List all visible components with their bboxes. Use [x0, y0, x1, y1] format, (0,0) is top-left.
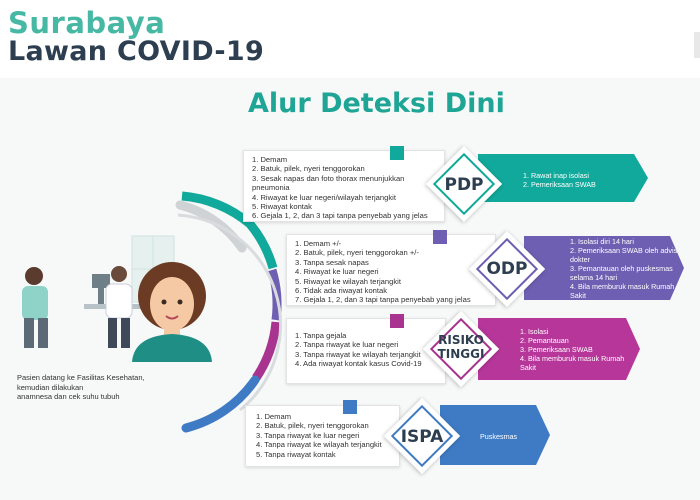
action-item: 4. Bila memburuk masuk Rumah — [520, 354, 625, 363]
criteria-item: 2. Batuk, pilek, nyeri tenggorokan +/- — [295, 248, 419, 258]
risiko-label: RISIKO TINGGI — [425, 333, 497, 361]
criteria-item: 3. Tanpa sesak napas — [295, 257, 369, 267]
criteria-item: 2. Batuk, pilek, nyeri tenggorokan — [252, 164, 365, 174]
action-item: 1. Rawat inap isolasi — [523, 171, 589, 180]
criteria-item: pneumonia — [252, 183, 290, 193]
risiko-tab — [390, 314, 404, 328]
action-item: 3. Pemantauan oleh puskesmas — [570, 264, 673, 273]
action-item: Puskesmas — [480, 432, 518, 441]
criteria-item: 1. Demam — [256, 412, 292, 421]
action-item: 1. Isolasi — [520, 327, 549, 336]
criteria-item: 2. Batuk, pilek, nyeri tenggorokan — [256, 421, 369, 431]
action-item: Sakit — [570, 291, 586, 300]
ispa-actions: Puskesmas — [480, 432, 517, 441]
risiko-arrow-box — [478, 318, 640, 380]
criteria-item: 5. Tanpa riwayat kontak — [256, 449, 336, 459]
criteria-item: 1. Tanpa gejala — [295, 331, 347, 340]
odp-arrow-box — [524, 236, 684, 300]
criteria-item: 6. Gejala 1, 2, dan 3 tapi tanpa penyeba… — [252, 211, 428, 221]
pdp-tab — [390, 146, 404, 160]
risiko-label-line-1: RISIKO — [438, 333, 484, 347]
action-item: selama 14 hari — [570, 273, 618, 282]
odp-actions: 1. Isolasi diri 14 hari 2. Pemeriksaan S… — [570, 237, 677, 300]
action-item: 2. Pemeriksaan SWAB oleh advis — [570, 246, 678, 255]
pdp-actions: 1. Rawat inap isolasi 2. Pemeriksaan SWA… — [523, 171, 596, 189]
criteria-item: 2. Tanpa riwayat ke luar negeri — [295, 340, 399, 350]
criteria-item: 1. Demam +/- — [295, 239, 342, 248]
caption-line: kemudian dilakukan — [17, 382, 84, 392]
odp-tab — [433, 230, 447, 244]
intro-caption: Pasien datang ke Fasilitas Kesehatan, ke… — [17, 373, 145, 402]
action-item: 3. Pemeriksaan SWAB — [520, 345, 593, 354]
action-item: dokter — [570, 255, 590, 264]
criteria-item: 7. Gejala 1, 2, dan 3 tapi tanpa penyeba… — [295, 295, 471, 305]
pdp-label: PDP — [444, 175, 484, 195]
scrollbar-edge[interactable] — [694, 32, 700, 58]
page-title: Alur Deteksi Dini — [248, 88, 505, 119]
pdp-arrow-box — [478, 154, 648, 202]
site-header: Surabaya Lawan COVID-19 — [0, 0, 700, 79]
action-item: Sakit — [520, 363, 536, 372]
criteria-item: 3. Tanpa riwayat ke wilayah terjangkit — [295, 349, 421, 359]
ispa-tab — [343, 400, 357, 414]
criteria-item: 3. Sesak napas dan foto thorax menunjukk… — [252, 173, 405, 183]
caption-line: Pasien datang ke Fasilitas Kesehatan, — [17, 373, 145, 382]
criteria-item: 4. Ada riwayat kontak kasus Covid-19 — [295, 359, 422, 369]
risiko-label-line-2: TINGGI — [437, 347, 485, 361]
criteria-item: 4. Tanpa riwayat ke wilayah terjangkit — [256, 440, 382, 450]
criteria-item: 5. Riwayat ke wilayah terjangkit — [295, 276, 401, 286]
odp-criteria-card: 1. Demam +/- 2. Batuk, pilek, nyeri teng… — [286, 234, 496, 306]
action-item: 2. Pemantauan — [520, 336, 569, 345]
ispa-criteria-card: 1. Demam 2. Batuk, pilek, nyeri tenggoro… — [245, 405, 400, 467]
criteria-item: 5. Riwayat kontak — [252, 202, 312, 212]
ispa-arrow-box — [440, 405, 550, 465]
ispa-label: ISPA — [400, 427, 444, 447]
criteria-item: 4. Riwayat ke luar negeri/wilayah terjan… — [252, 192, 396, 202]
brand-line-2: Lawan COVID-19 — [8, 36, 265, 67]
clinic-illustration — [22, 235, 212, 362]
criteria-item: 6. Tidak ada riwayat kontak — [295, 286, 388, 296]
action-item: 2. Pemeriksaan SWAB — [523, 180, 596, 189]
action-item: 4. Bila memburuk masuk Rumah — [570, 282, 675, 291]
risiko-actions: 1. Isolasi 2. Pemantauan 3. Pemeriksaan … — [520, 327, 624, 372]
action-item: 1. Isolasi diri 14 hari — [570, 237, 634, 246]
caption-line: anamnesa dan cek suhu tubuh — [17, 392, 120, 401]
criteria-item: 1. Demam — [252, 155, 288, 164]
odp-label: ODP — [486, 259, 528, 279]
risiko-criteria-card: 1. Tanpa gejala 2. Tanpa riwayat ke luar… — [286, 318, 446, 384]
criteria-item: 3. Tanpa riwayat ke luar negeri — [256, 430, 360, 440]
brand-line-1: Surabaya — [8, 6, 166, 40]
pdp-criteria-card: 1. Demam 2. Batuk, pilek, nyeri tenggoro… — [243, 150, 445, 222]
criteria-item: 4. Riwayat ke luar negeri — [295, 267, 379, 277]
